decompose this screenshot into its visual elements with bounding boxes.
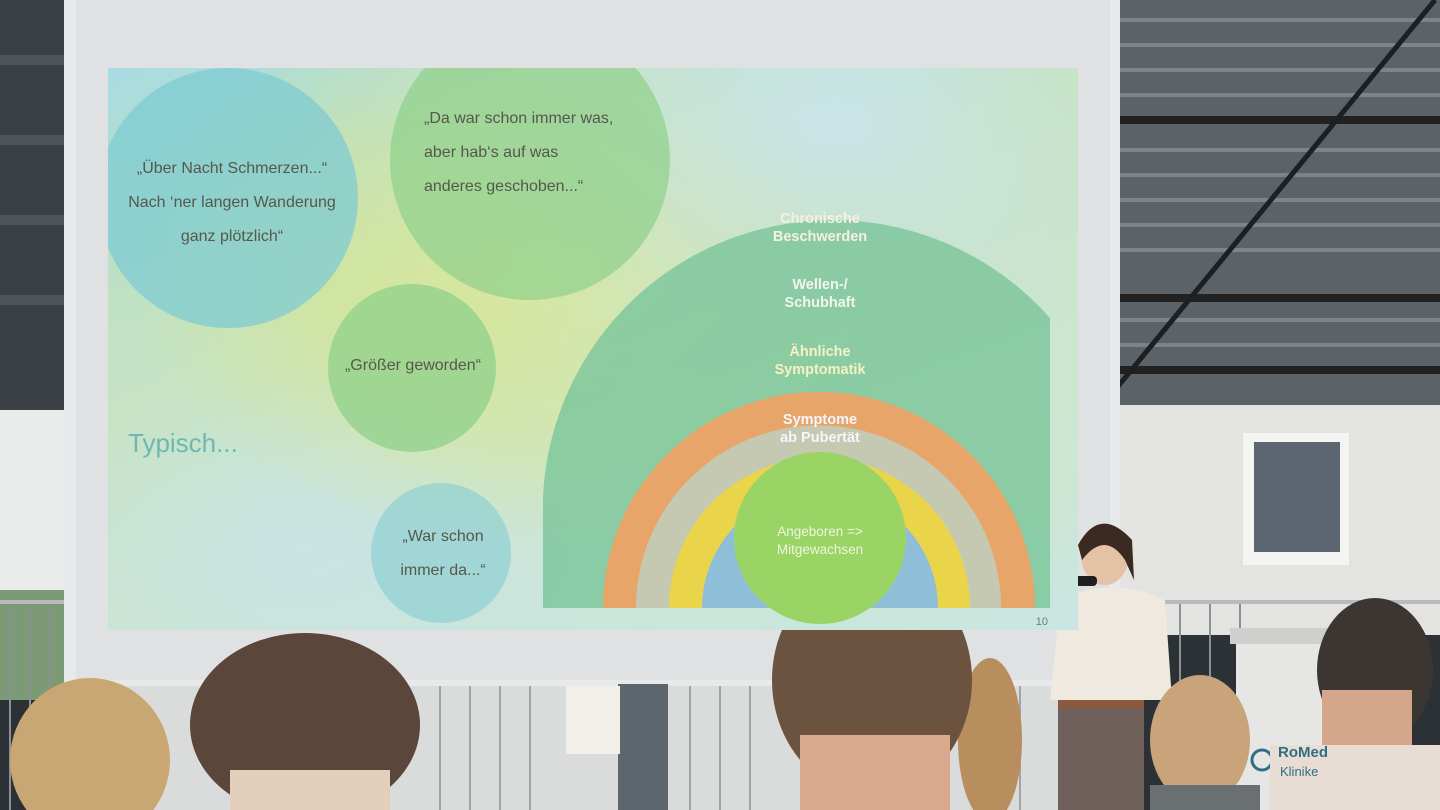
quote-text-4: „War schon immer da...“ [400, 528, 486, 579]
podium-logo-sub: Klinike [1280, 764, 1319, 779]
ring-angeboren [734, 452, 906, 624]
podium-logo-name: RoMed [1278, 744, 1328, 761]
quote-text-2: „Da war schon immer was, aber hab‘s auf … [424, 110, 614, 195]
quote-bubble-4 [371, 483, 511, 623]
quote-bubble-3 [328, 284, 496, 452]
quote-text-3: „Größer geworden“ [344, 357, 482, 374]
posted-note [566, 686, 620, 754]
ring-label-chronische: Chronische Beschwerden [772, 211, 868, 245]
ring-label-wellen: Wellen-/ Schubhaft [784, 277, 856, 311]
ring-label-symptome: Symptome ab Pubertät [780, 412, 860, 446]
quote-bubble-2 [390, 68, 670, 300]
slide-page-number: 10 [1035, 616, 1048, 628]
ring-label-aehnliche: Ähnliche Symptomatik [774, 344, 866, 378]
presenter-sweater [1050, 587, 1172, 700]
presentation-slide: „Über Nacht Schmerzen...“ Nach ‘ner lang… [108, 68, 1078, 630]
quote-text-1: „Über Nacht Schmerzen...“ Nach ‘ner lang… [128, 160, 336, 245]
quote-bubble-1 [108, 68, 358, 328]
slide-heading: Typisch... [128, 428, 238, 458]
ring-label-angeboren: Angeboren => Mitgewachsen [776, 524, 864, 557]
slide-graphics [108, 68, 1050, 624]
